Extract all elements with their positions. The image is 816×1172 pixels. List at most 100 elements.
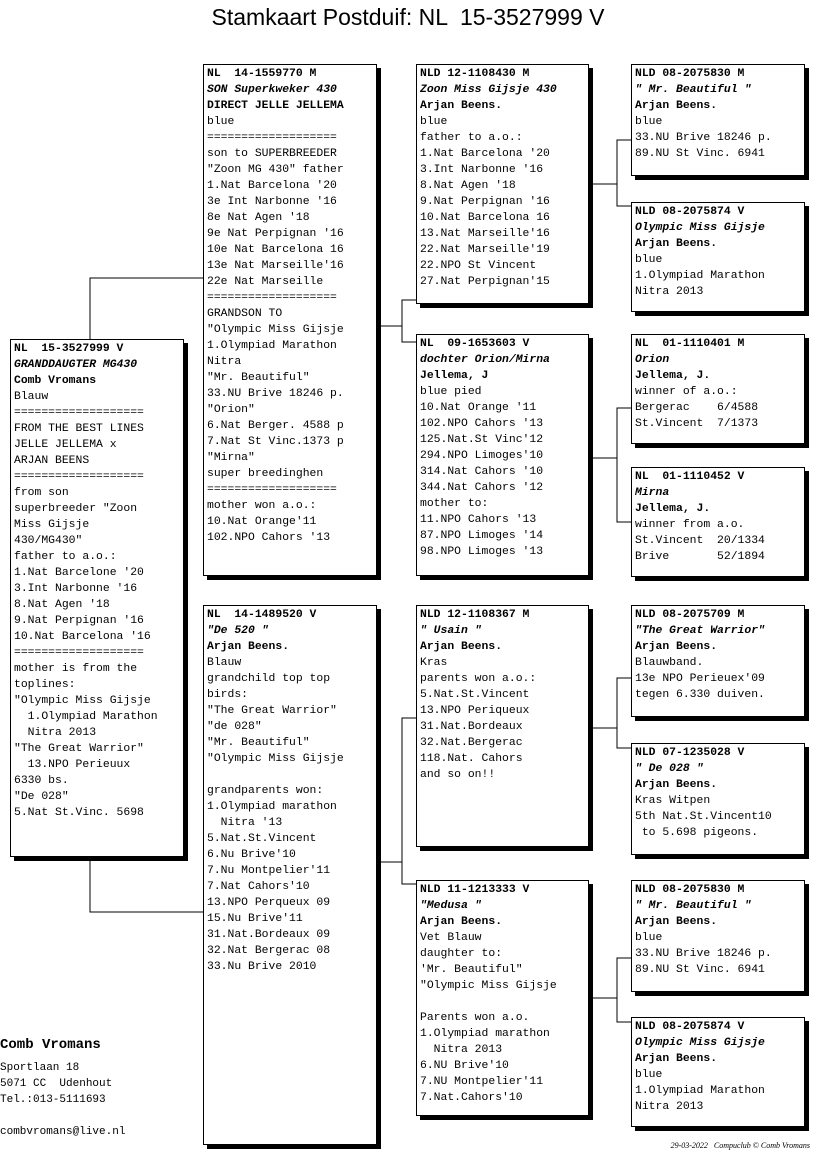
pedigree-line: Vet Blauw <box>420 932 482 944</box>
pedigree-line: blue <box>635 254 663 266</box>
pedigree-line: 15.Nu Brive'11 <box>207 913 303 925</box>
connector-sire-sd <box>401 326 417 343</box>
pedigree-line: 6.NU Brive'10 <box>420 1060 509 1072</box>
pedigree-line: 7.Nat Cahors'10 <box>207 881 310 893</box>
pedigree-line: 8.Nat Agen '18 <box>420 180 516 192</box>
pedigree-line: 6.Nat Berger. 4588 p <box>207 420 344 432</box>
ring-number: NL 09-1653603 V <box>420 338 530 350</box>
pedigree-line: 1.Olympiad Marathon <box>14 711 158 723</box>
connector-dam-dd <box>401 862 417 885</box>
pedigree-line: 1.Nat Barcelone '20 <box>14 567 144 579</box>
pedigree-line: 33.NU Brive 18246 p. <box>207 388 344 400</box>
pedigree-line: =================== <box>14 471 144 483</box>
pedigree-line: birds: <box>207 689 249 701</box>
pedigree-line: "de 028" <box>207 721 262 733</box>
pigeon-name: dochter Orion/Mirna <box>420 354 550 366</box>
pigeon-card-dam: NL 14-1489520 V"De 520 "Arjan Beens.Blau… <box>203 605 377 1145</box>
pigeon-card-sss: NLD 08-2075830 M" Mr. Beautiful "Arjan B… <box>631 64 805 176</box>
pedigree-line: Kras Witpen <box>635 795 711 807</box>
ring-number: NLD 08-2075874 V <box>635 206 745 218</box>
pigeon-name: SON Superkweker 430 <box>207 84 337 96</box>
pigeon-owner: Jellema, J. <box>635 370 711 382</box>
pedigree-line: 33.NU Brive 18246 p. <box>635 948 772 960</box>
pigeon-name: " Mr. Beautiful " <box>635 900 752 912</box>
pedigree-line: 9.Nat Perpignan '16 <box>14 615 144 627</box>
connector-subject-sire <box>89 277 204 340</box>
ring-number: NL 01-1110452 V <box>635 471 745 483</box>
pigeon-name: Mirna <box>635 487 670 499</box>
pigeon-owner: Comb Vromans <box>14 375 97 387</box>
pedigree-line: 13e NPO Perieuex'09 <box>635 673 765 685</box>
pedigree-line: 5.Nat St.Vinc. 5698 <box>14 807 144 819</box>
pedigree-line: blue <box>635 116 663 128</box>
pedigree-line: from son <box>14 487 69 499</box>
pedigree-line: 10.Nat Barcelona 16 <box>420 212 550 224</box>
pigeon-name: GRANDDAUGTER MG430 <box>14 359 138 371</box>
pedigree-line: 22.NPO St Vincent <box>420 260 537 272</box>
pigeon-name: Orion <box>635 354 670 366</box>
pigeon-card-dam-dam: NLD 11-1213333 V"Medusa "Arjan Beens.Vet… <box>416 880 589 1116</box>
pedigree-line: "De 028" <box>14 791 69 803</box>
pedigree-line: Nitra 2013 <box>635 1101 704 1113</box>
pedigree-line: superbreeder "Zoon <box>14 503 138 515</box>
pedigree-line: 1.Olympiad marathon <box>420 1028 550 1040</box>
breeder-info: Comb Vromans Sportlaan 18 5071 CC Udenho… <box>0 1036 125 1140</box>
pigeon-card-dds: NLD 08-2075830 M" Mr. Beautiful "Arjan B… <box>631 880 805 992</box>
breeder-name: Comb Vromans <box>0 1037 101 1053</box>
pedigree-line: 13.NPO Perqueux 09 <box>207 897 331 909</box>
pedigree-line: 11.NPO Cahors '13 <box>420 514 537 526</box>
pedigree-line: super breedinghen <box>207 468 324 480</box>
pedigree-line: 5th Nat.St.Vincent10 <box>635 811 772 823</box>
pedigree-line: St.Vincent 20/1334 <box>635 535 765 547</box>
pedigree-line: =================== <box>207 292 337 304</box>
pigeon-name: " Mr. Beautiful " <box>635 84 752 96</box>
pedigree-line: FROM THE BEST LINES <box>14 423 144 435</box>
pedigree-line: St.Vincent 7/1373 <box>635 418 759 430</box>
breeder-city: 5071 CC Udenhout <box>0 1078 113 1090</box>
pedigree-line: father to a.o.: <box>14 551 117 563</box>
pedigree-line <box>207 767 376 783</box>
pedigree-line: 1.Nat Barcelona '20 <box>420 148 550 160</box>
connector-ds-dss <box>589 677 632 729</box>
page-title: Stamkaart Postduif: NL 15-3527999 V <box>211 4 605 30</box>
pedigree-line: 33.NU Brive 18246 p. <box>635 132 772 144</box>
pigeon-name: "Medusa " <box>420 900 482 912</box>
pedigree-line: GRANDSON TO <box>207 308 283 320</box>
pedigree-line: Nitra 2013 <box>14 727 97 739</box>
pedigree-line: 3.Int Narbonne '16 <box>420 164 544 176</box>
pedigree-line: "Mr. Beautiful" <box>207 737 310 749</box>
pedigree-line: 7.NU Montpelier'11 <box>420 1076 544 1088</box>
pedigree-line: 13e Nat Marseille'16 <box>207 260 344 272</box>
ring-number: NLD 08-2075709 M <box>635 609 745 621</box>
pigeon-owner: Arjan Beens. <box>207 641 290 653</box>
pedigree-line: 294.NPO Limoges'10 <box>420 450 544 462</box>
pedigree-line: mother won a.o.: <box>207 500 317 512</box>
pedigree-line: Nitra 2013 <box>420 1044 503 1056</box>
pedigree-line: "Mirna" <box>207 452 255 464</box>
pedigree-line: "The Great Warrior" <box>207 705 337 717</box>
ring-number: NLD 08-2075874 V <box>635 1021 745 1033</box>
pedigree-line: Miss Gijsje <box>14 519 90 531</box>
pedigree-line: father to a.o.: <box>420 132 523 144</box>
pedigree-line: Parents won a.o. <box>420 1012 530 1024</box>
pigeon-owner: Arjan Beens. <box>635 641 718 653</box>
connector-sire-ss <box>377 299 417 327</box>
pedigree-line: 125.Nat.St Vinc'12 <box>420 434 544 446</box>
pedigree-line: 98.NPO Limoges '13 <box>420 546 544 558</box>
pedigree-line: 32.Nat.Bergerac <box>420 737 523 749</box>
ring-number: NL 14-1559770 M <box>207 68 317 80</box>
pigeon-name: "The Great Warrior" <box>635 625 765 637</box>
pedigree-line: 22e Nat Marseille <box>207 276 324 288</box>
pedigree-line: 13.Nat Marseille'16 <box>420 228 550 240</box>
connector-ds-dsd <box>616 728 632 749</box>
pedigree-line: Blauw <box>14 391 49 403</box>
pedigree-line: 118.Nat. Cahors <box>420 753 523 765</box>
pedigree-line: =================== <box>14 407 144 419</box>
pedigree-line: "Mr. Beautiful" <box>207 372 310 384</box>
ring-number: NLD 08-2075830 M <box>635 68 745 80</box>
